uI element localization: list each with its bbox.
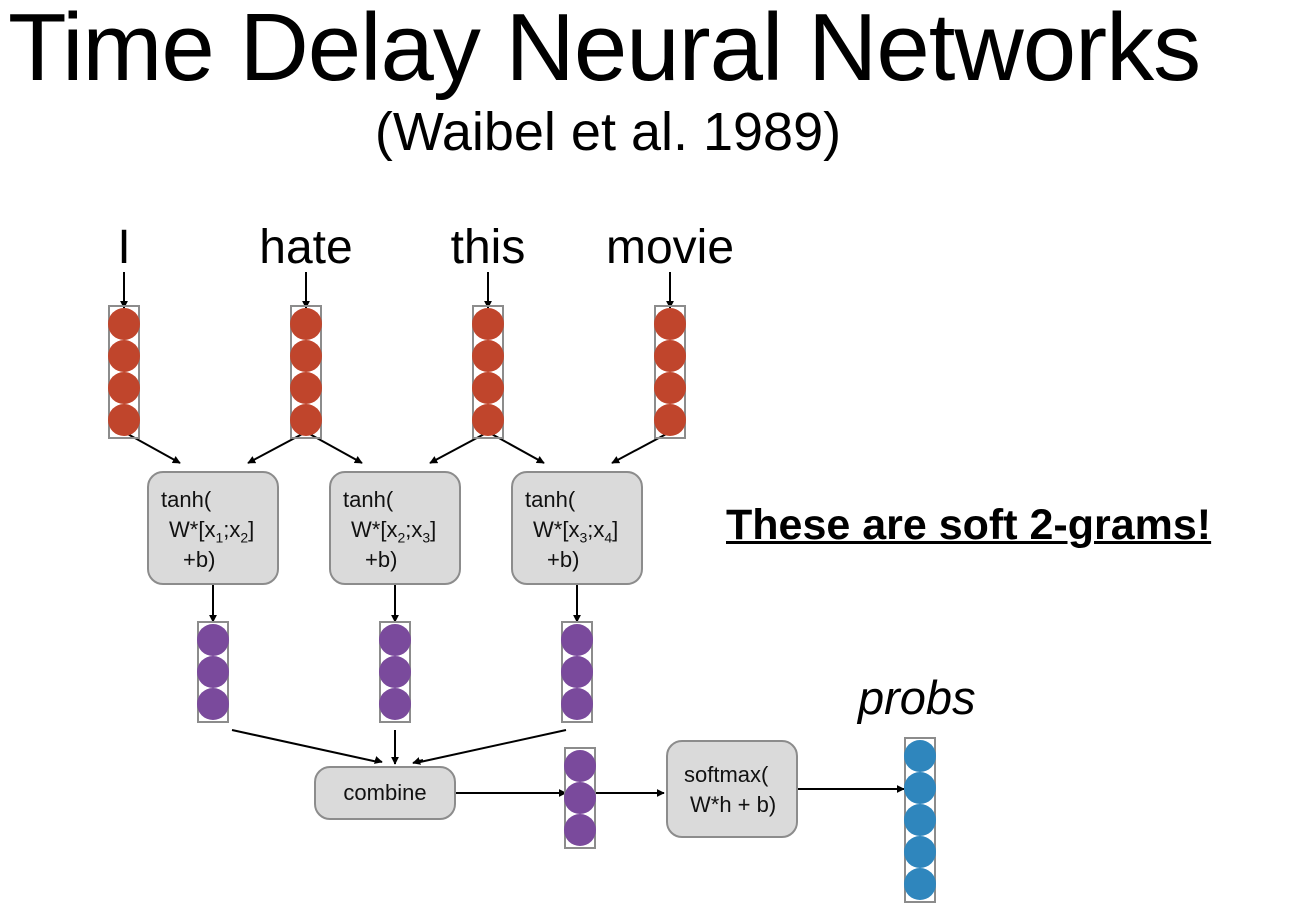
combined-vector xyxy=(564,747,596,849)
embedding-vector-4-unit xyxy=(654,404,686,436)
embedding-vector-1-unit xyxy=(108,372,140,404)
embedding-vector-1 xyxy=(108,305,140,439)
embedding-vector-4-unit xyxy=(654,340,686,372)
probs-label: probs xyxy=(858,671,976,724)
word-token-2: hate xyxy=(259,221,353,274)
embedding-vector-2-frame xyxy=(290,305,322,439)
embedding-vector-3-unit xyxy=(472,340,504,372)
slide-title: Time Delay Neural Networks xyxy=(8,0,1201,101)
hidden-vector-3-unit xyxy=(561,688,593,720)
embedding-vector-2-unit xyxy=(290,340,322,372)
hidden-vector-3-unit xyxy=(561,624,593,656)
word-token-3: this xyxy=(450,221,526,274)
probs-vector-unit xyxy=(904,804,936,836)
embedding-vector-3 xyxy=(472,305,504,439)
embedding-vector-3-frame xyxy=(472,305,504,439)
embedding-vector-3-unit xyxy=(472,372,504,404)
hidden-vector-1 xyxy=(197,621,229,723)
combined-vector-unit xyxy=(564,814,596,846)
hidden-vector-3 xyxy=(561,621,593,723)
slide-subtitle: (Waibel et al. 1989) xyxy=(374,102,842,162)
conv-box-3: tanh( W*[x3;x4] +b) xyxy=(511,471,643,585)
hidden-vector-1-unit xyxy=(197,624,229,656)
hidden3-combine-arrowhead xyxy=(412,757,424,765)
embedding-vector-4-frame xyxy=(654,305,686,439)
probs-vector-unit xyxy=(904,836,936,868)
word-token-4: movie xyxy=(605,221,735,274)
hidden3-combine-line xyxy=(419,729,567,763)
probs-vector-unit xyxy=(904,772,936,804)
emb1-conv1-arrow xyxy=(123,431,181,464)
hidden-vector-2-unit xyxy=(379,624,411,656)
embedding-vector-3-unit xyxy=(472,404,504,436)
hidden-vector-2-unit xyxy=(379,688,411,720)
word-token-1: I xyxy=(117,221,131,274)
embedding-vector-4-unit xyxy=(654,372,686,404)
emb4-conv3-arrow xyxy=(611,431,671,464)
softmax-box: softmax( W*h + b) xyxy=(666,740,798,838)
hidden1-combine-arrowhead xyxy=(373,756,383,764)
probs-vector-unit xyxy=(904,740,936,772)
probs-vector xyxy=(904,737,936,903)
combined-vector-unit xyxy=(564,782,596,814)
embedding-vector-1-unit xyxy=(108,340,140,372)
embedding-vector-1-unit xyxy=(108,404,140,436)
emb2-conv1-arrow xyxy=(247,431,307,464)
conv-box-2: tanh( W*[x2;x3] +b) xyxy=(329,471,461,585)
probs-vector-unit xyxy=(904,868,936,900)
embedding-vector-3-unit xyxy=(472,308,504,340)
soft-2grams-note: These are soft 2-grams! xyxy=(726,501,1212,549)
embedding-vector-4 xyxy=(654,305,686,439)
embedding-vector-2 xyxy=(290,305,322,439)
hidden-vector-3-unit xyxy=(561,656,593,688)
emb3-conv2-arrow xyxy=(429,431,489,464)
embedding-vector-4-unit xyxy=(654,308,686,340)
conv-box-1: tanh( W*[x1;x2] +b) xyxy=(147,471,279,585)
emb3-conv3-arrow xyxy=(487,431,545,464)
emb2-conv2-arrow xyxy=(305,431,363,464)
combined-vector-unit xyxy=(564,750,596,782)
combine-box: combine xyxy=(314,766,456,820)
embedding-vector-1-frame xyxy=(108,305,140,439)
hidden-vector-1-unit xyxy=(197,656,229,688)
hidden-vector-2-unit xyxy=(379,656,411,688)
embedding-vector-1-unit xyxy=(108,308,140,340)
embedding-vector-2-unit xyxy=(290,372,322,404)
embedding-vector-2-unit xyxy=(290,308,322,340)
hidden1-combine-line xyxy=(231,729,379,763)
hidden-vector-1-unit xyxy=(197,688,229,720)
embedding-vector-2-unit xyxy=(290,404,322,436)
hidden-vector-2 xyxy=(379,621,411,723)
